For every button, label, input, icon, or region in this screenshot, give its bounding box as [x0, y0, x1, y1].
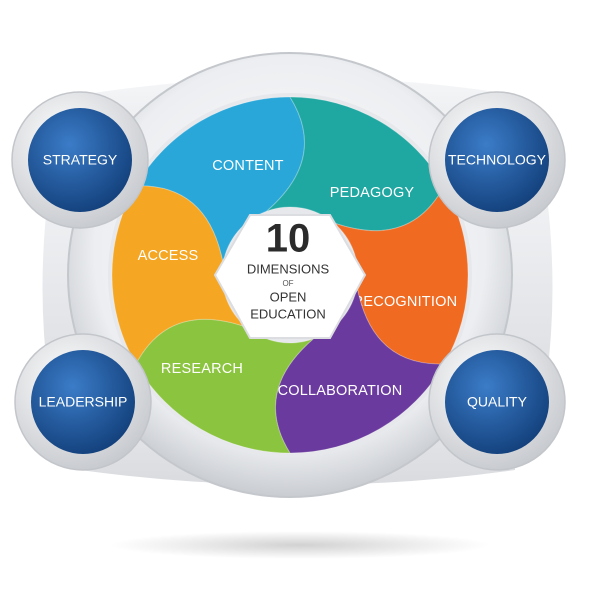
segment-access-label: ACCESS: [138, 248, 199, 264]
segment-research-label: RESEARCH: [161, 361, 243, 377]
node-quality: QUALITY: [428, 333, 566, 471]
segment-content-label: CONTENT: [212, 158, 283, 174]
floor-shadow: [110, 531, 490, 559]
segment-pedagogy-label: PEDAGOGY: [330, 185, 415, 201]
segments-wheel: CONTENT PEDAGOGY RECOGNITION COLLABORATION R…: [111, 96, 469, 454]
center-line-2: OF: [282, 279, 293, 288]
center-line-4: EDUCATION: [250, 306, 326, 321]
node-quality-label: QUALITY: [467, 394, 528, 410]
segment-collaboration-label: COLLABORATION: [278, 383, 403, 399]
node-leadership-label: LEADERSHIP: [39, 394, 128, 410]
node-technology: TECHNOLOGY: [428, 91, 566, 229]
center-line-1: DIMENSIONS: [247, 261, 330, 276]
node-strategy: STRATEGY: [11, 91, 149, 229]
center-line-3: OPEN: [270, 289, 307, 304]
segment-recognition-label: RECOGNITION: [353, 294, 458, 310]
node-technology-label: TECHNOLOGY: [448, 152, 547, 168]
node-leadership: LEADERSHIP: [14, 333, 152, 471]
node-strategy-label: STRATEGY: [43, 152, 118, 168]
center-number: 10: [266, 217, 311, 261]
center-hexagon: [213, 214, 367, 339]
